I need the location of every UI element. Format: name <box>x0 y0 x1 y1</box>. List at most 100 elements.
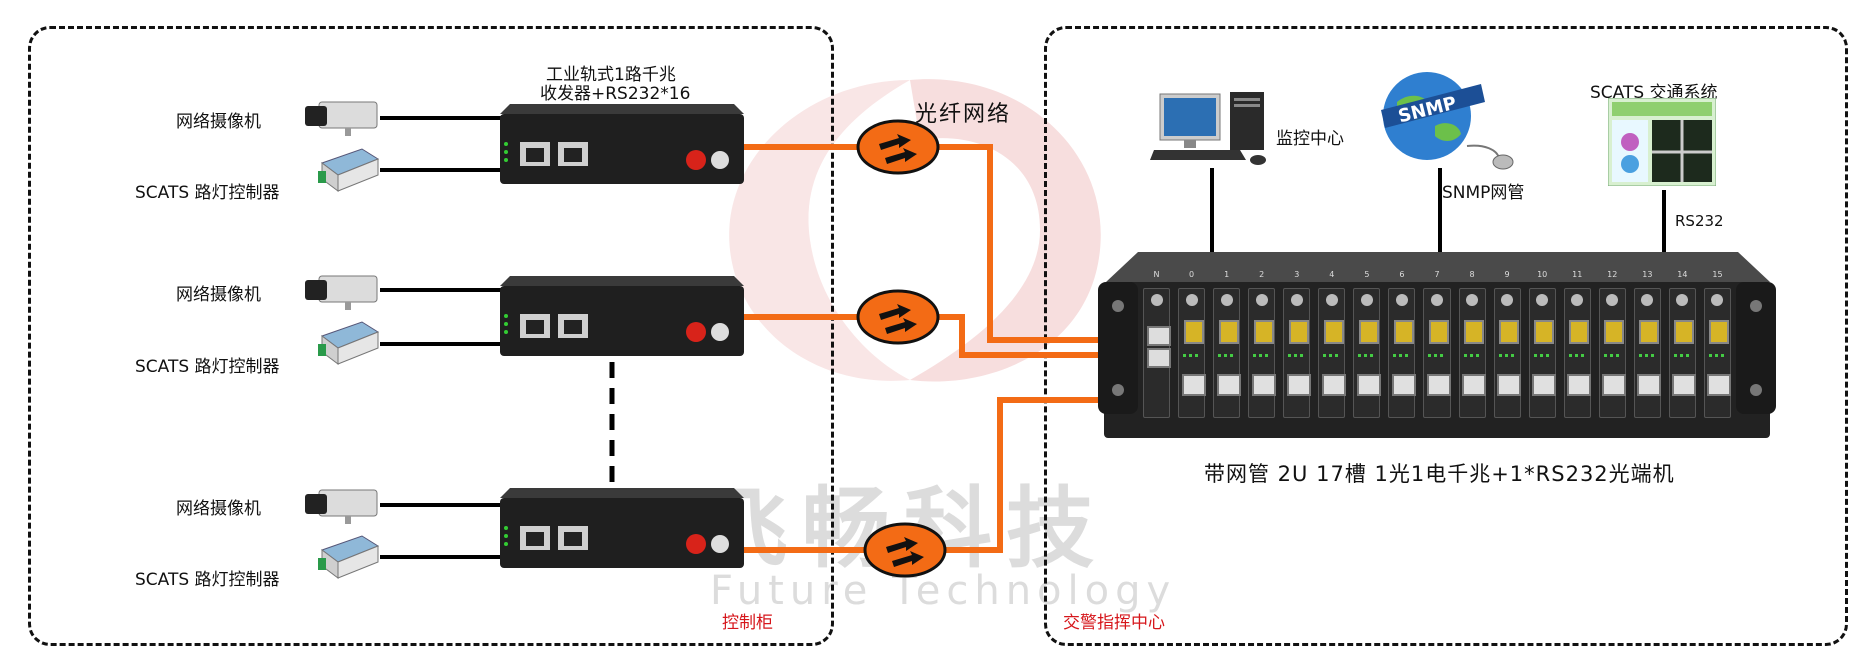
slot-number: 3 <box>1294 270 1300 279</box>
slot-number: 1 <box>1224 270 1230 279</box>
status-led <box>1288 354 1292 357</box>
transceiver-unit <box>500 104 744 184</box>
ip-camera-icon <box>305 489 378 524</box>
status-led <box>1259 354 1263 357</box>
serial-controller-icon <box>318 535 380 579</box>
status-led <box>1335 354 1339 357</box>
control-cabinet-region <box>28 26 834 646</box>
status-led <box>1685 354 1689 357</box>
status-led <box>1323 354 1327 357</box>
status-led <box>1545 354 1549 357</box>
status-led <box>1399 354 1403 357</box>
card-screw <box>1360 294 1373 306</box>
transceiver-title-line2: 收发器+RS232*16 <box>540 84 691 104</box>
slot-number: 2 <box>1259 270 1265 279</box>
chassis-card: 9 <box>1491 270 1524 432</box>
card-faceplate <box>1353 288 1381 418</box>
chassis-card: 15 <box>1701 270 1734 432</box>
command-center-label: 交警指挥中心 <box>1063 613 1165 633</box>
rj45-port <box>1462 374 1487 396</box>
status-led <box>1265 354 1269 357</box>
status-led <box>1580 354 1584 357</box>
sfp-port <box>1639 320 1660 344</box>
chassis-card: 1 <box>1210 270 1243 432</box>
sfp-port <box>1253 320 1274 344</box>
status-led <box>1504 354 1508 357</box>
status-led <box>1638 354 1642 357</box>
watermark-en: Future Technology <box>710 568 1177 614</box>
chassis-card: 14 <box>1666 270 1699 432</box>
rj45-port <box>1672 374 1697 396</box>
rs232-link-label: RS232 <box>1675 212 1724 230</box>
rj45-port <box>1497 374 1522 396</box>
card-faceplate <box>1668 288 1696 418</box>
status-led <box>1475 354 1479 357</box>
chassis-card: 8 <box>1456 270 1489 432</box>
chassis-card: 4 <box>1315 270 1348 432</box>
sfp-port <box>1464 320 1485 344</box>
fiber-switch-icon <box>856 119 940 175</box>
rj45-port <box>1216 374 1241 396</box>
slot-number: 7 <box>1434 270 1440 279</box>
status-led <box>1679 354 1683 357</box>
sfp-port <box>1288 320 1309 344</box>
computer-icon <box>1150 92 1266 165</box>
card-screw <box>1185 294 1198 306</box>
slot-number: 0 <box>1189 270 1195 279</box>
card-screw <box>1255 294 1268 306</box>
rj45-port <box>1181 374 1206 396</box>
sfp-port <box>1393 320 1414 344</box>
fiber-network-label: 光纤网络 <box>915 102 1012 127</box>
card-screw <box>1606 294 1619 306</box>
status-led <box>1498 354 1502 357</box>
snmp-globe-icon: SNMP <box>1381 72 1514 170</box>
sfp-port <box>1428 320 1449 344</box>
status-led <box>1434 354 1438 357</box>
status-led <box>1603 354 1607 357</box>
ethernet-port <box>1147 326 1171 346</box>
card-screw <box>1536 294 1549 306</box>
chassis-card: 2 <box>1245 270 1278 432</box>
status-led <box>1300 354 1304 357</box>
status-led <box>1195 354 1199 357</box>
status-led <box>1440 354 1444 357</box>
sfp-port <box>1218 320 1239 344</box>
slot-number: 15 <box>1712 270 1723 279</box>
status-led <box>1370 354 1374 357</box>
transceiver-unit <box>500 488 744 568</box>
control-cabinet-label: 控制柜 <box>722 613 773 633</box>
status-led <box>1294 354 1298 357</box>
status-led <box>1574 354 1578 357</box>
status-led <box>1539 354 1543 357</box>
rj45-port <box>1532 374 1557 396</box>
card-screw <box>1571 294 1584 306</box>
chassis-card: 13 <box>1631 270 1664 432</box>
status-led <box>1650 354 1654 357</box>
camera-label: 网络摄像机 <box>176 112 261 132</box>
status-led <box>1253 354 1257 357</box>
slot-number: 11 <box>1572 270 1583 279</box>
slot-number: 13 <box>1642 270 1653 279</box>
card-screw <box>1220 294 1233 306</box>
status-led <box>1183 354 1187 357</box>
ethernet-port <box>1147 348 1171 368</box>
slot-number: 14 <box>1677 270 1688 279</box>
sfp-port <box>1604 320 1625 344</box>
status-led <box>1230 354 1234 357</box>
status-led <box>1224 354 1228 357</box>
status-led <box>1329 354 1333 357</box>
status-led <box>1428 354 1432 357</box>
sfp-port <box>1534 320 1555 344</box>
card-screw <box>1466 294 1479 306</box>
serial-controller-icon <box>318 321 380 365</box>
slot-number: N <box>1153 270 1160 279</box>
card-screw <box>1395 294 1408 306</box>
chassis-caption: 带网管 2U 17槽 1光1电千兆+1*RS232光端机 <box>1204 462 1675 486</box>
status-led <box>1615 354 1619 357</box>
status-led <box>1405 354 1409 357</box>
rj45-port <box>1286 374 1311 396</box>
controller-label: SCATS 路灯控制器 <box>135 357 280 377</box>
watermark-logo <box>729 79 1101 382</box>
sfp-port <box>1499 320 1520 344</box>
status-led <box>1189 354 1193 357</box>
